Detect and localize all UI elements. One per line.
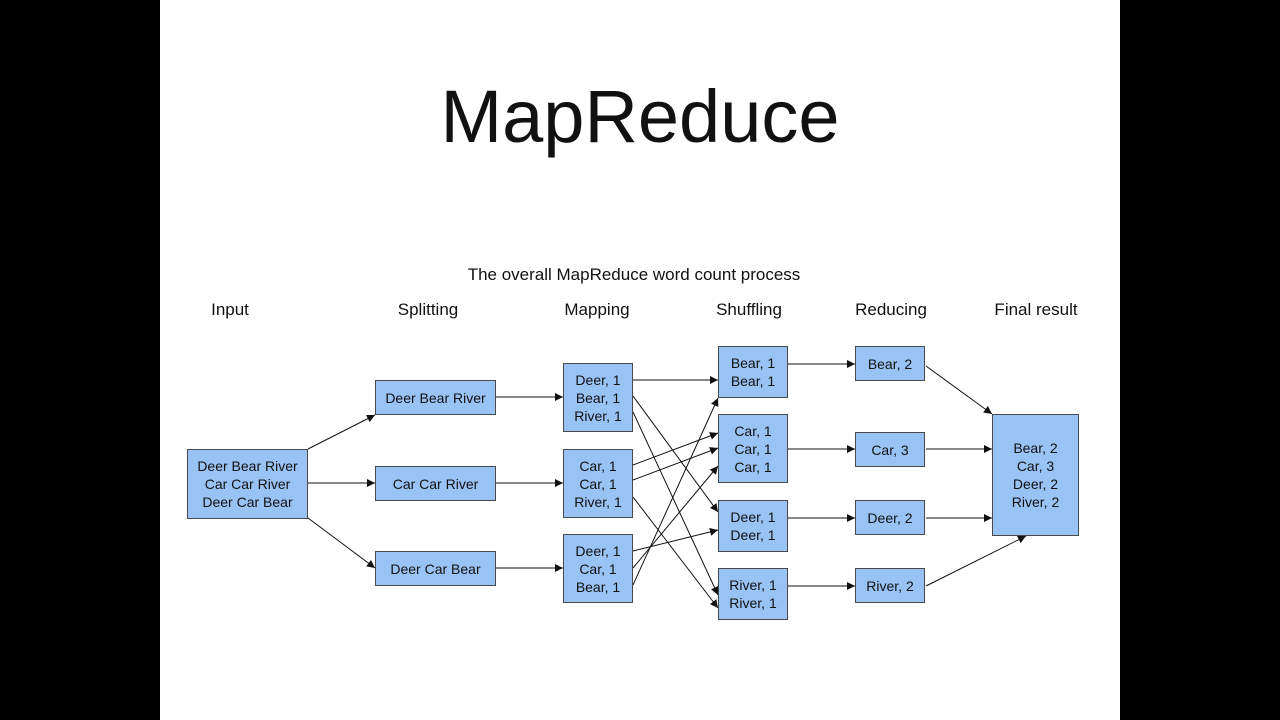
stage-label-shuffling: Shuffling (716, 300, 782, 319)
stage-label-reducing: Reducing (855, 300, 927, 319)
stage-label-final-result: Final result (994, 300, 1078, 319)
shuffle-box-bear: Bear, 1 Bear, 1 (718, 346, 788, 398)
map-line: Deer, 1 (575, 371, 621, 388)
arrow-input-to-split-3 (307, 517, 376, 569)
reduce-box-bear: Bear, 2 (855, 346, 925, 381)
split-line: Car Car River (392, 475, 479, 492)
arrow-reduce-to-final-4 (925, 535, 1027, 587)
split-box-2: Car Car River (375, 466, 496, 501)
stage-label-input: Input (211, 300, 249, 319)
reduce-line: Deer, 2 (867, 509, 913, 526)
stage-label-splitting: Splitting (397, 300, 459, 319)
shuffle-box-car: Car, 1 Car, 1 Car, 1 (718, 414, 788, 483)
reduce-line: Car, 3 (871, 441, 909, 458)
arrow-map1-river (632, 411, 719, 596)
map-box-2: Car, 1 Car, 1 River, 1 (563, 449, 633, 518)
diagram-caption: The overall MapReduce word count process (467, 265, 801, 284)
map-line: Car, 1 (579, 457, 617, 474)
shuffle-line: River, 1 (729, 595, 777, 611)
final-line: Bear, 2 (1013, 440, 1058, 456)
reduce-box-deer: Deer, 2 (855, 500, 925, 535)
final-result-box: Bear, 2 Car, 3 Deer, 2 River, 2 (992, 414, 1079, 536)
arrow-reduce-to-final-1 (925, 365, 993, 415)
arrow-input-to-split-1 (307, 414, 376, 450)
arrow-map3-bear (632, 397, 719, 586)
map-line: Car, 1 (579, 560, 617, 577)
stage-label-mapping: Mapping (564, 300, 630, 319)
split-box-1: Deer Bear River (375, 380, 496, 415)
input-line: Car Car River (204, 476, 291, 492)
arrow-map2-river (632, 496, 719, 609)
map-line: River, 1 (574, 493, 622, 510)
shuffle-line: Deer, 1 (730, 509, 776, 525)
reduce-box-car: Car, 3 (855, 432, 925, 467)
reduce-line: Bear, 2 (867, 355, 913, 372)
map-line: River, 1 (574, 407, 622, 424)
shuffle-line: Deer, 1 (730, 527, 776, 543)
map-box-3: Deer, 1 Car, 1 Bear, 1 (563, 534, 633, 603)
input-line: Deer Bear River (197, 458, 298, 474)
map-line: Bear, 1 (575, 389, 621, 406)
arrow-map2-car-a (632, 432, 719, 466)
arrow-map2-car-b (632, 447, 719, 481)
input-box: Deer Bear River Car Car River Deer Car B… (187, 449, 308, 519)
shuffle-line: Bear, 1 (730, 355, 776, 371)
split-box-3: Deer Car Bear (375, 551, 496, 586)
shuffle-line: Car, 1 (734, 458, 772, 475)
final-line: River, 2 (1011, 494, 1060, 510)
map-line: Deer, 1 (575, 542, 621, 559)
map-line: Bear, 1 (575, 578, 621, 595)
shuffle-line: River, 1 (729, 577, 777, 593)
arrow-map1-deer (632, 395, 719, 513)
map-line: Car, 1 (579, 475, 617, 492)
slide: MapReduce The overall MapReduce word cou… (160, 0, 1120, 720)
shuffle-line: Car, 1 (734, 440, 772, 457)
arrow-map3-car (632, 465, 719, 569)
input-line: Deer Car Bear (202, 494, 293, 510)
shuffle-box-river: River, 1 River, 1 (718, 568, 788, 620)
split-line: Deer Bear River (385, 389, 486, 406)
final-line: Deer, 2 (1012, 476, 1059, 492)
split-line: Deer Car Bear (390, 560, 481, 577)
reduce-box-river: River, 2 (855, 568, 925, 603)
final-line: Car, 3 (1016, 458, 1055, 474)
arrow-map3-deer (632, 528, 719, 552)
map-box-1: Deer, 1 Bear, 1 River, 1 (563, 363, 633, 432)
shuffle-line: Bear, 1 (730, 373, 776, 389)
slide-title: MapReduce (440, 75, 840, 158)
reduce-line: River, 2 (866, 577, 914, 594)
shuffle-line: Car, 1 (734, 422, 772, 439)
shuffle-box-deer: Deer, 1 Deer, 1 (718, 500, 788, 552)
